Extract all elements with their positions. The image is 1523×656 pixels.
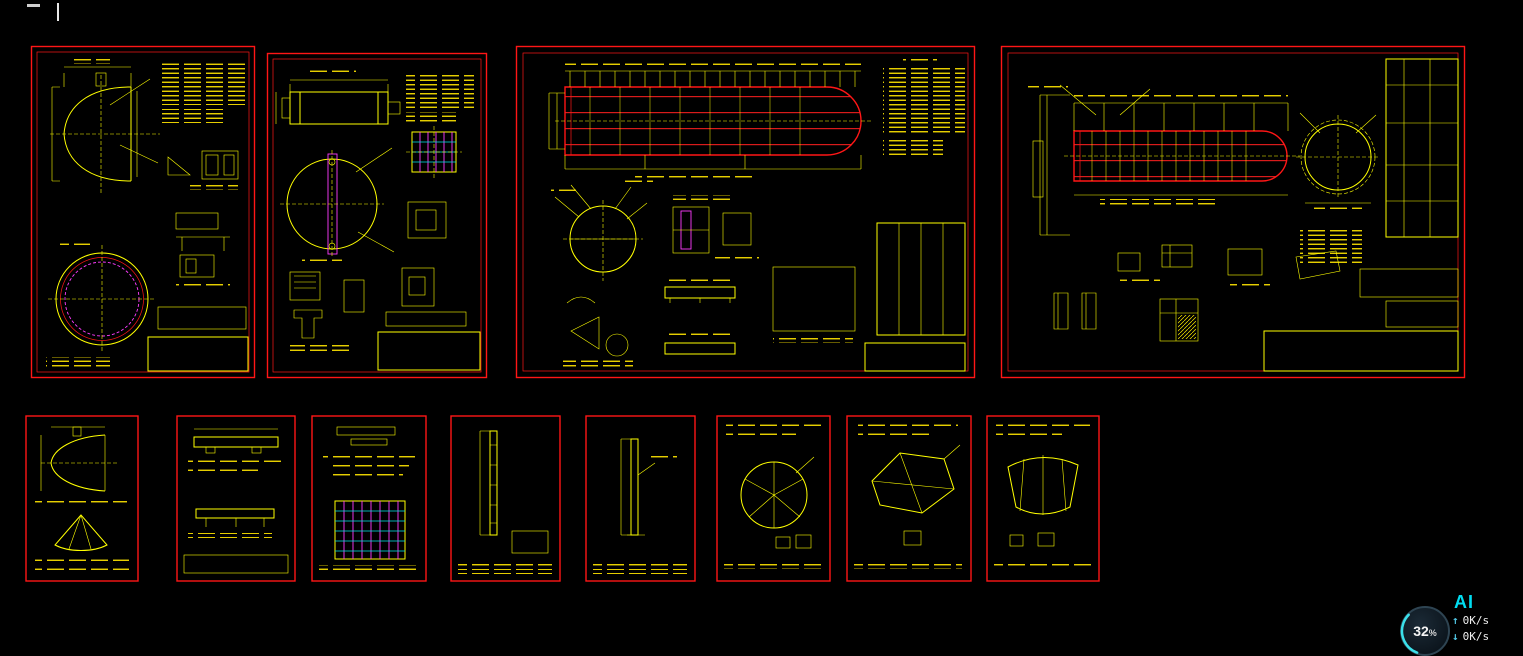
down-arrow-icon: ↓ (1452, 630, 1459, 643)
sheet-5-graphics (25, 415, 139, 582)
download-speed-row: ↓ 0K/s (1452, 630, 1489, 643)
drawing-sheet-7[interactable] (311, 415, 427, 582)
sheet-7-graphics (311, 415, 427, 582)
sheet-11-graphics (846, 415, 972, 582)
sheet-2-graphics (266, 52, 488, 379)
drawing-sheet-3[interactable] (515, 45, 976, 379)
sheet-6-graphics (176, 415, 296, 582)
sheet-4-graphics (1000, 45, 1466, 379)
drawing-sheet-2[interactable] (266, 52, 488, 379)
sheet-9-graphics (585, 415, 696, 582)
sheet-12-graphics (986, 415, 1100, 582)
drawing-sheet-8[interactable] (450, 415, 561, 582)
upload-speed-row: ↑ 0K/s (1452, 614, 1489, 627)
progress-ring-icon (1400, 606, 1450, 656)
drawing-sheet-1[interactable] (30, 45, 256, 379)
progress-badge[interactable]: 32 % (1400, 606, 1450, 656)
download-speed: 0K/s (1462, 630, 1490, 643)
sheet-8-graphics (450, 415, 561, 582)
progress-value: 32 (1413, 623, 1429, 639)
sheet-1-graphics (30, 45, 256, 379)
progress-unit: % (1428, 628, 1437, 638)
network-speeds: ↑ 0K/s ↓ 0K/s (1452, 614, 1489, 643)
ai-label: AI (1454, 592, 1474, 612)
drawing-sheet-10[interactable] (716, 415, 831, 582)
canvas-cursor-line (57, 3, 59, 21)
canvas-mark-dash (27, 4, 40, 7)
drawing-sheet-6[interactable] (176, 415, 296, 582)
drawing-sheet-9[interactable] (585, 415, 696, 582)
status-widget[interactable]: AI 32 % ↑ 0K/s ↓ 0K/s (1396, 592, 1523, 656)
sheet-3-graphics (515, 45, 976, 379)
upload-speed: 0K/s (1462, 614, 1490, 627)
drawing-sheet-4[interactable] (1000, 45, 1466, 379)
sheet-10-graphics (716, 415, 831, 582)
drawing-sheet-11[interactable] (846, 415, 972, 582)
drawing-sheet-12[interactable] (986, 415, 1100, 582)
up-arrow-icon: ↑ (1452, 614, 1459, 627)
drawing-sheet-5[interactable] (25, 415, 139, 582)
